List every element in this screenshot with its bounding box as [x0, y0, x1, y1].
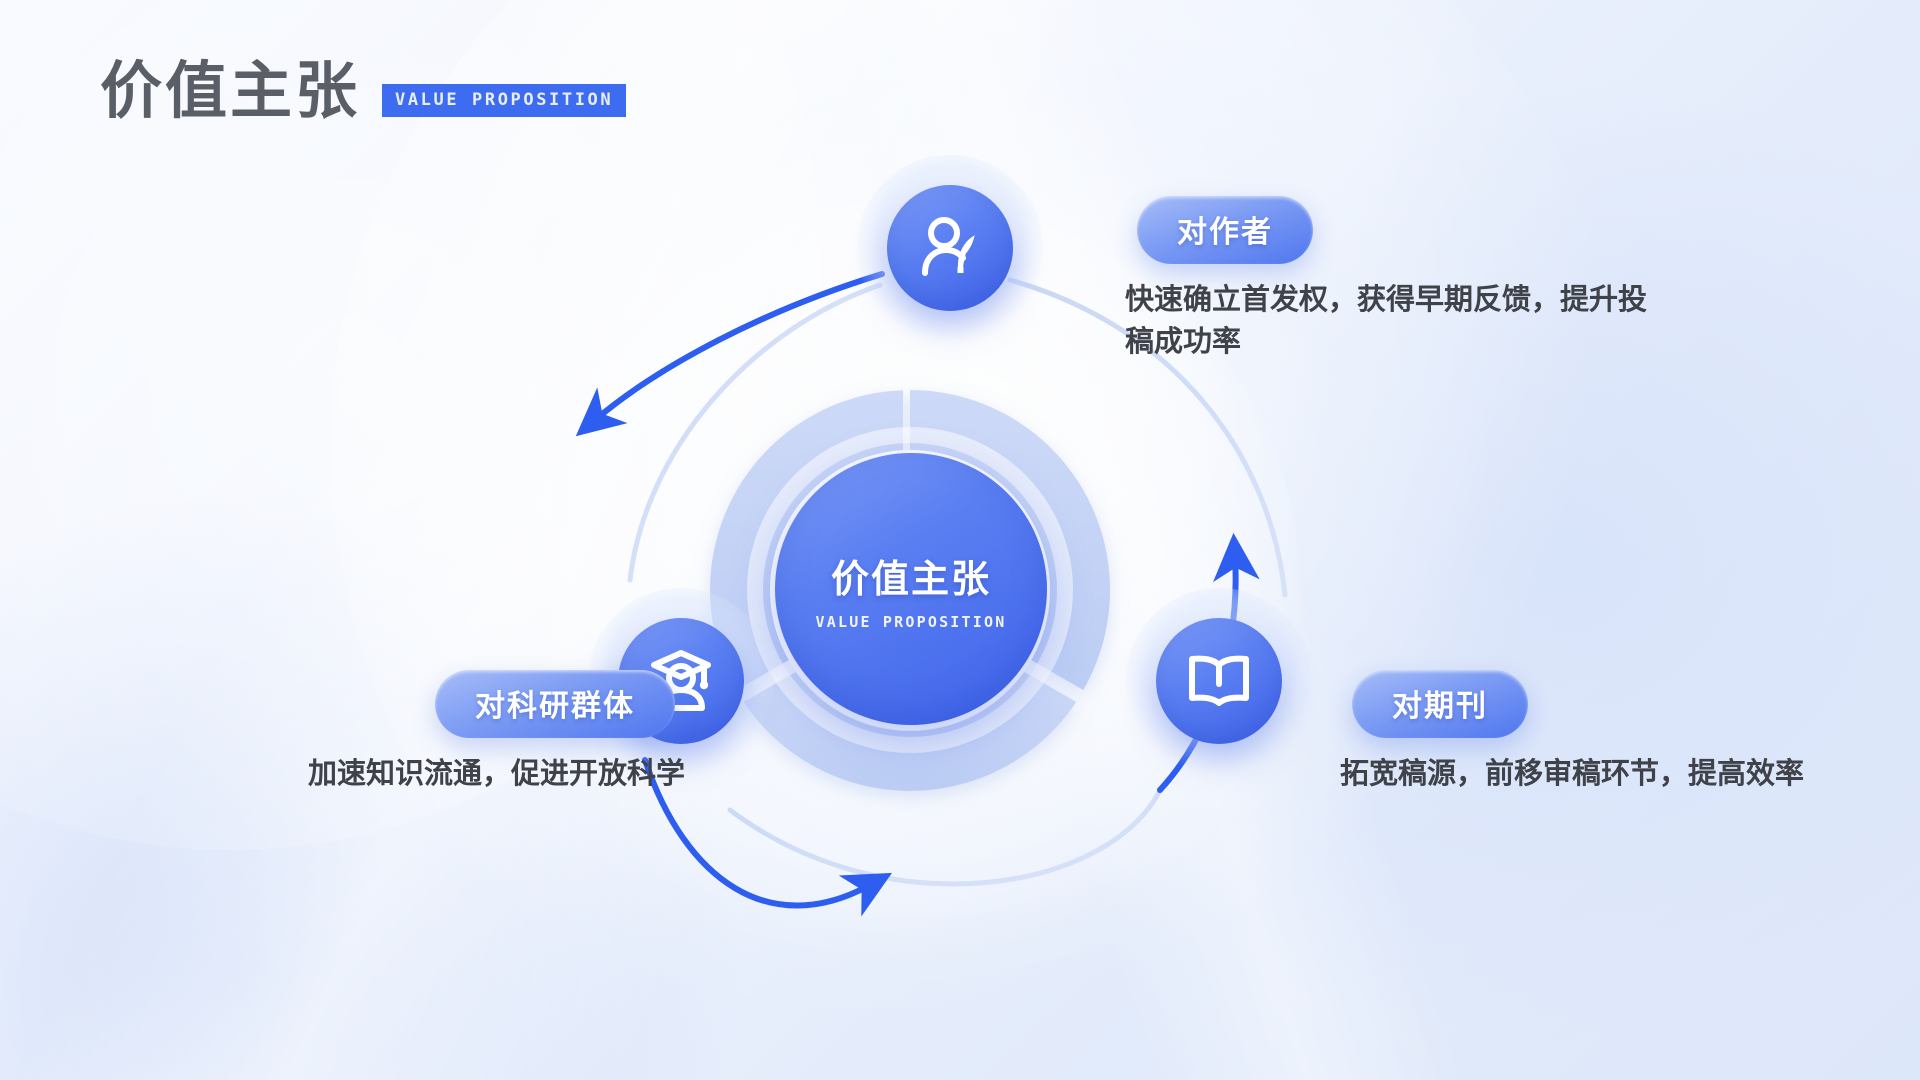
callout-label-journal[interactable]: 对期刊	[1352, 670, 1528, 738]
node-author[interactable]	[887, 185, 1013, 311]
open-book-icon	[1189, 655, 1249, 706]
callout-journal: 对期刊 拓宽稿源，前移审稿环节，提高效率	[1340, 670, 1870, 794]
page-title: 价值主张	[100, 54, 361, 127]
slide-header: 价值主张 VALUE PROPOSITION	[100, 54, 627, 127]
callout-label-author[interactable]: 对作者	[1137, 196, 1313, 264]
callout-community: 对科研群体 加速知识流通，促进开放科学	[255, 670, 685, 794]
author-quill-icon	[922, 217, 975, 276]
callout-desc-author: 快速确立首发权，获得早期反馈，提升投稿成功率	[1125, 282, 1648, 359]
callout-desc-community: 加速知识流通，促进开放科学	[307, 756, 685, 790]
diagram-hub: 价值主张 VALUE PROPOSITION	[775, 453, 1047, 725]
hub-title-cn: 价值主张	[830, 556, 991, 601]
callout-desc-journal: 拓宽稿源，前移审稿环节，提高效率	[1340, 756, 1805, 790]
page-title-badge: VALUE PROPOSITION	[382, 84, 627, 117]
node-journal[interactable]	[1156, 618, 1282, 744]
callout-author: 对作者 快速确立首发权，获得早期反馈，提升投稿成功率	[1125, 196, 1655, 362]
hub-title-en: VALUE PROPOSITION	[815, 612, 1007, 631]
callout-label-community[interactable]: 对科研群体	[435, 670, 675, 738]
